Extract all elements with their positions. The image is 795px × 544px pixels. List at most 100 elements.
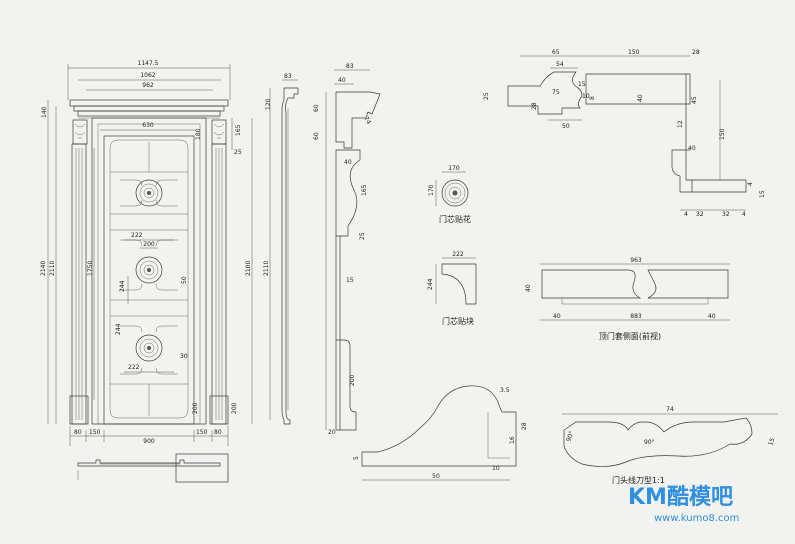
dim-crown-75: 75 [552, 89, 560, 96]
dim-bottom-900: 900 [143, 438, 155, 445]
dim-cap-165: 165 [235, 124, 242, 136]
dim-profile-60b: 60 [313, 132, 320, 140]
dim-crown-8: 8 [589, 96, 596, 100]
dim-crown-28: 28 [692, 49, 700, 56]
dim-crown-15: 15 [578, 81, 586, 88]
top-header-title: 顶门套侧面(前视) [599, 331, 661, 341]
dim-profile-40b: 40 [344, 159, 352, 166]
door-elevation: 1147.5 1062 962 630 [40, 60, 253, 483]
dim-crown-40b: 40 [688, 145, 696, 152]
dim-header-height: 40 [525, 284, 532, 292]
dim-rosette-height: 170 [428, 184, 435, 196]
dim-crown-b32a: 32 [696, 211, 704, 218]
dim-rosette-width: 170 [448, 165, 460, 172]
dim-cutter-angle-mid: 90° [644, 439, 655, 446]
dim-profile-165: 165 [361, 184, 368, 196]
dim-panel-244-b: 244 [115, 323, 122, 335]
panel-block-title: 门芯贴块 [442, 316, 474, 326]
dim-cap-25: 25 [234, 149, 242, 156]
dim-crown-4: 4 [747, 182, 754, 186]
cutter-profile: 74 90° 90° 15 门头线刀型1:1 [562, 406, 778, 485]
dim-crown-15b: 15 [759, 190, 766, 198]
dim-side-120: 120 [265, 98, 272, 110]
dim-crown-12: 12 [677, 120, 684, 128]
dim-lintel-28: 28 [521, 422, 528, 430]
rosette-detail: 170 170 门芯贴花 [428, 165, 471, 224]
dim-lintel-3-5: 3.5 [500, 387, 510, 394]
dim-crown-25: 25 [483, 92, 490, 100]
dim-header-middle: 883 [630, 313, 642, 320]
dim-crown-b4b: 4 [742, 211, 746, 218]
dim-height-total: 2140 [40, 261, 47, 276]
dim-crown-28b: 28 [531, 102, 538, 110]
dim-lintel-5: 5 [353, 456, 360, 460]
dim-panel-244-a: 244 [119, 280, 126, 292]
dim-bottom-80-left: 80 [74, 429, 82, 436]
dim-crown-150v: 150 [719, 128, 726, 140]
dim-panel-200: 200 [143, 241, 155, 248]
dim-crown-40: 40 [637, 94, 644, 102]
dim-panel-30: 30 [180, 353, 188, 360]
dim-bottom-80-right: 80 [214, 429, 222, 436]
dim-cutter-angle-left: 90° [565, 430, 575, 442]
rosette-top [135, 179, 163, 207]
dim-profile-83: 83 [346, 63, 354, 70]
watermark: KM酷模吧 www.kumo8.com [628, 485, 739, 524]
dim-profile-15: 15 [346, 277, 354, 284]
dim-cutter-width: 74 [666, 406, 674, 413]
dim-bottom-150-left: 150 [89, 429, 101, 436]
dim-frame-width: 1062 [140, 72, 155, 79]
dim-lintel-16: 16 [509, 436, 516, 444]
dim-cap-180: 180 [195, 128, 202, 140]
rosette-middle [135, 256, 163, 284]
door-plan-view [77, 453, 229, 483]
dim-panel-222-top: 222 [131, 232, 143, 239]
dim-profile-40: 40 [338, 77, 346, 84]
dim-overall-width: 1147.5 [138, 60, 159, 67]
dim-bottom-150-right: 150 [196, 429, 208, 436]
dim-header-left: 40 [553, 313, 561, 320]
dim-lintel-50: 50 [432, 473, 440, 480]
profile-section: 83 40 60 74 60 40 165 25 15 200 20 [313, 63, 381, 436]
dim-block-height: 244 [427, 278, 434, 290]
rosette-title: 门芯贴花 [439, 214, 471, 224]
dim-crown-b32b: 32 [722, 211, 730, 218]
panel-block-detail: 222 244 门芯贴块 [427, 251, 477, 326]
dim-profile-74: 74 [362, 116, 372, 126]
dim-profile-25: 25 [359, 232, 366, 240]
dim-crown-54: 54 [556, 61, 564, 68]
crown-molding-profile: 65 150 28 54 15 10 8 75 28 25 40 45 50 1… [483, 49, 766, 218]
dim-crown-50: 50 [562, 123, 570, 130]
dim-side-2110: 2110 [263, 261, 270, 276]
dim-height-frame: 2110 [49, 261, 56, 276]
dim-side-83: 83 [284, 73, 292, 80]
dim-height-leaf: 1750 [87, 261, 94, 276]
dim-crown-b4a: 4 [684, 211, 688, 218]
dim-crown-45: 45 [691, 96, 698, 104]
dim-header-right: 40 [708, 313, 716, 320]
dim-crown-10: 10 [582, 93, 590, 100]
dim-profile-200: 200 [349, 374, 356, 386]
dim-block-width: 222 [452, 251, 464, 258]
dim-crown-150: 150 [628, 49, 640, 56]
lintel-profile: 3.5 16 28 50 10 5 [353, 385, 528, 481]
dim-cutter-15: 15 [767, 437, 776, 447]
dim-base-200-right: 200 [231, 402, 238, 414]
side-section: 83 120 2110 [263, 73, 299, 425]
dim-header-total: 963 [630, 257, 642, 264]
dim-crown-65: 65 [552, 49, 560, 56]
dim-crown-height: 140 [41, 106, 48, 118]
dim-base-200-left: 200 [192, 402, 199, 414]
top-header-side-view: 963 40 40 883 40 顶门套侧面(前视) [525, 257, 730, 341]
dim-lintel-10: 10 [492, 465, 500, 472]
cutter-caption: 门头线刀型1:1 [612, 475, 665, 485]
watermark-logo: KM酷模吧 [628, 485, 733, 510]
dim-panel-222-bottom: 222 [128, 364, 140, 371]
dim-inner-width: 962 [142, 82, 154, 89]
dim-height-side: 2100 [245, 261, 252, 276]
watermark-url: www.kumo8.com [654, 513, 739, 524]
dim-panel-width: 630 [142, 122, 154, 129]
rosette-bottom [135, 334, 163, 362]
